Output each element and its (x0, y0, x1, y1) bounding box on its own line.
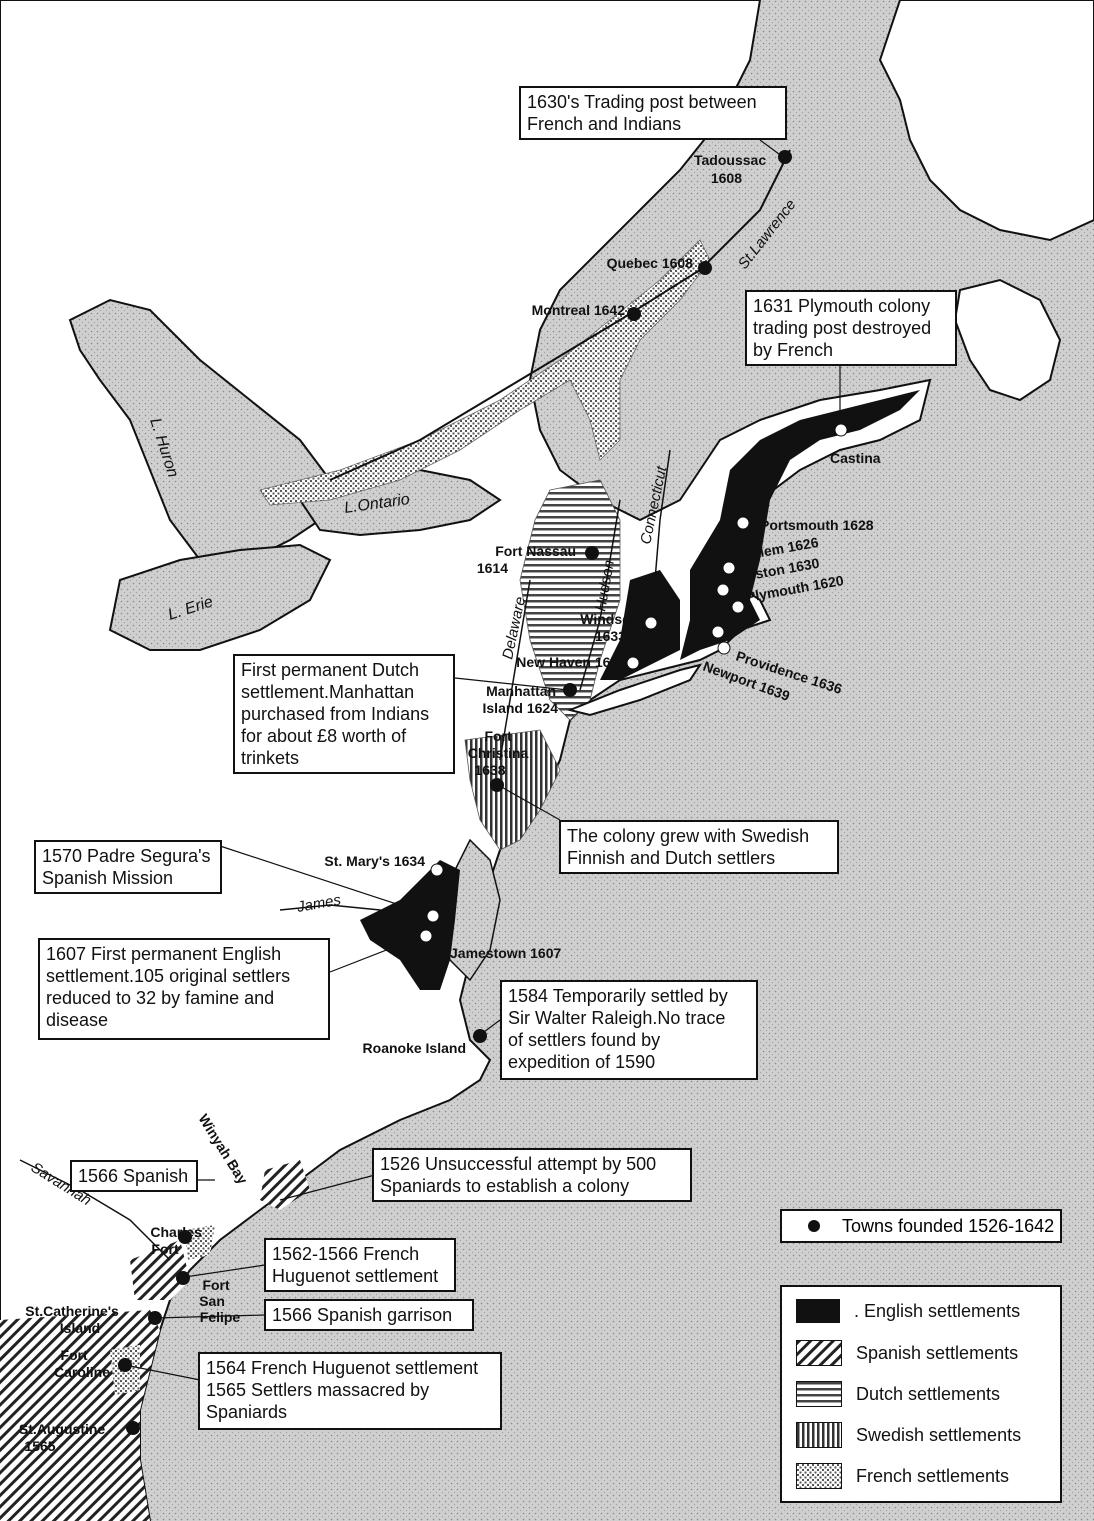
callout-garrison: 1566 Spanish garrison (264, 1299, 474, 1331)
callout-tadoussac: 1630's Trading post between French and I… (519, 86, 787, 140)
callout-plymouth: 1631 Plymouth colony trading post destro… (745, 290, 957, 366)
town-fort-san-felipe: Fort San Felipe (199, 1277, 240, 1325)
english-settlement-connecticut (600, 570, 680, 680)
town-tadoussac: Tadoussac 1608 (694, 152, 770, 186)
town-st-marys: St. Mary's 1634 (324, 853, 425, 869)
swedish-pattern-swatch (796, 1422, 842, 1448)
river-hudson (579, 499, 621, 691)
lake-erie (108, 543, 332, 651)
town-windsor: Windsor 1633 (580, 611, 640, 644)
river-savannah (19, 1159, 171, 1261)
town-dots-white (419, 423, 848, 943)
french-pattern-swatch (796, 1463, 842, 1489)
town-st-catherines: St.Catherine's Island (25, 1303, 122, 1336)
swedish-settlement-delaware (464, 729, 561, 851)
town-roanoke: Roanoke Island (363, 1040, 466, 1056)
spanish-settlement-georgia (0, 1310, 160, 1521)
town-castina: Castina (830, 450, 881, 466)
english-pattern-swatch (796, 1299, 840, 1323)
land-north (878, 0, 1094, 242)
legend-item-spanish: Spanish settlements (796, 1339, 1018, 1367)
callout-roanoke: 1584 Temporarily settled by Sir Walter R… (500, 980, 758, 1080)
map-legend: . English settlements Spanish settlement… (780, 1285, 1062, 1503)
legend-item-dutch: Dutch settlements (796, 1380, 1000, 1408)
dutch-pattern-swatch (796, 1381, 842, 1407)
town-fort-nassau: Fort Nassau 1614 (477, 543, 580, 576)
town-st-augustine: St.Augustine 1565 (19, 1421, 109, 1454)
town-charles-fort: Charles Fort (150, 1224, 205, 1257)
long-island (566, 663, 703, 717)
town-jamestown: Jamestown 1607 (450, 945, 561, 961)
town-portsmouth: Portsmouth 1628 (760, 517, 874, 533)
river-st-lawrence (329, 149, 791, 481)
town-manhattan: Manhattan Island 1624 (483, 683, 561, 716)
callout-dutch: First permanent Dutch settlement.Manhatt… (233, 654, 455, 774)
legend-item-swedish: Swedish settlements (796, 1421, 1021, 1449)
spanish-settlement-winyah (260, 1160, 310, 1210)
callout-spanish-1566: 1566 Spanish (70, 1160, 198, 1192)
english-settlement-new-england (680, 390, 920, 660)
callout-swedish: The colony grew with Swedish Finnish and… (559, 820, 839, 874)
town-new-haven: New Haven 1638 (516, 654, 626, 670)
town-quebec: Quebec 1608 (607, 255, 694, 271)
town-dot-icon (808, 1220, 820, 1232)
river-connecticut (649, 449, 671, 651)
callout-winyah: 1526 Unsuccessful attempt by 500 Spaniar… (372, 1148, 692, 1202)
callout-huguenot: 1562-1566 French Huguenot settlement (264, 1238, 456, 1292)
town-montreal: Montreal 1642 (532, 302, 626, 318)
spanish-settlement-savannah (130, 1240, 190, 1300)
land-nova-scotia (953, 278, 1062, 402)
callout-segura: 1570 Padre Segura's Spanish Mission (34, 840, 222, 894)
french-settlement-charles-fort (185, 1225, 215, 1260)
town-dots-black (118, 150, 792, 1435)
callout-caroline: 1564 French Huguenot settlement 1565 Set… (198, 1352, 502, 1430)
legend-towns-founded: Towns founded 1526-1642 (780, 1209, 1062, 1243)
french-settlement-st-lawrence (259, 239, 711, 506)
leader-lines (124, 139, 841, 1381)
town-fort-christina: Fort Christina 1638 (468, 728, 533, 778)
legend-item-english: . English settlements (796, 1297, 1020, 1325)
legend-item-french: French settlements (796, 1462, 1009, 1490)
river-james (279, 904, 421, 931)
river-delaware (499, 579, 531, 761)
callout-jamestown: 1607 First permanent English settlement.… (38, 938, 330, 1040)
spanish-pattern-swatch (796, 1340, 842, 1366)
town-fort-caroline: Fort Caroline (54, 1347, 110, 1380)
